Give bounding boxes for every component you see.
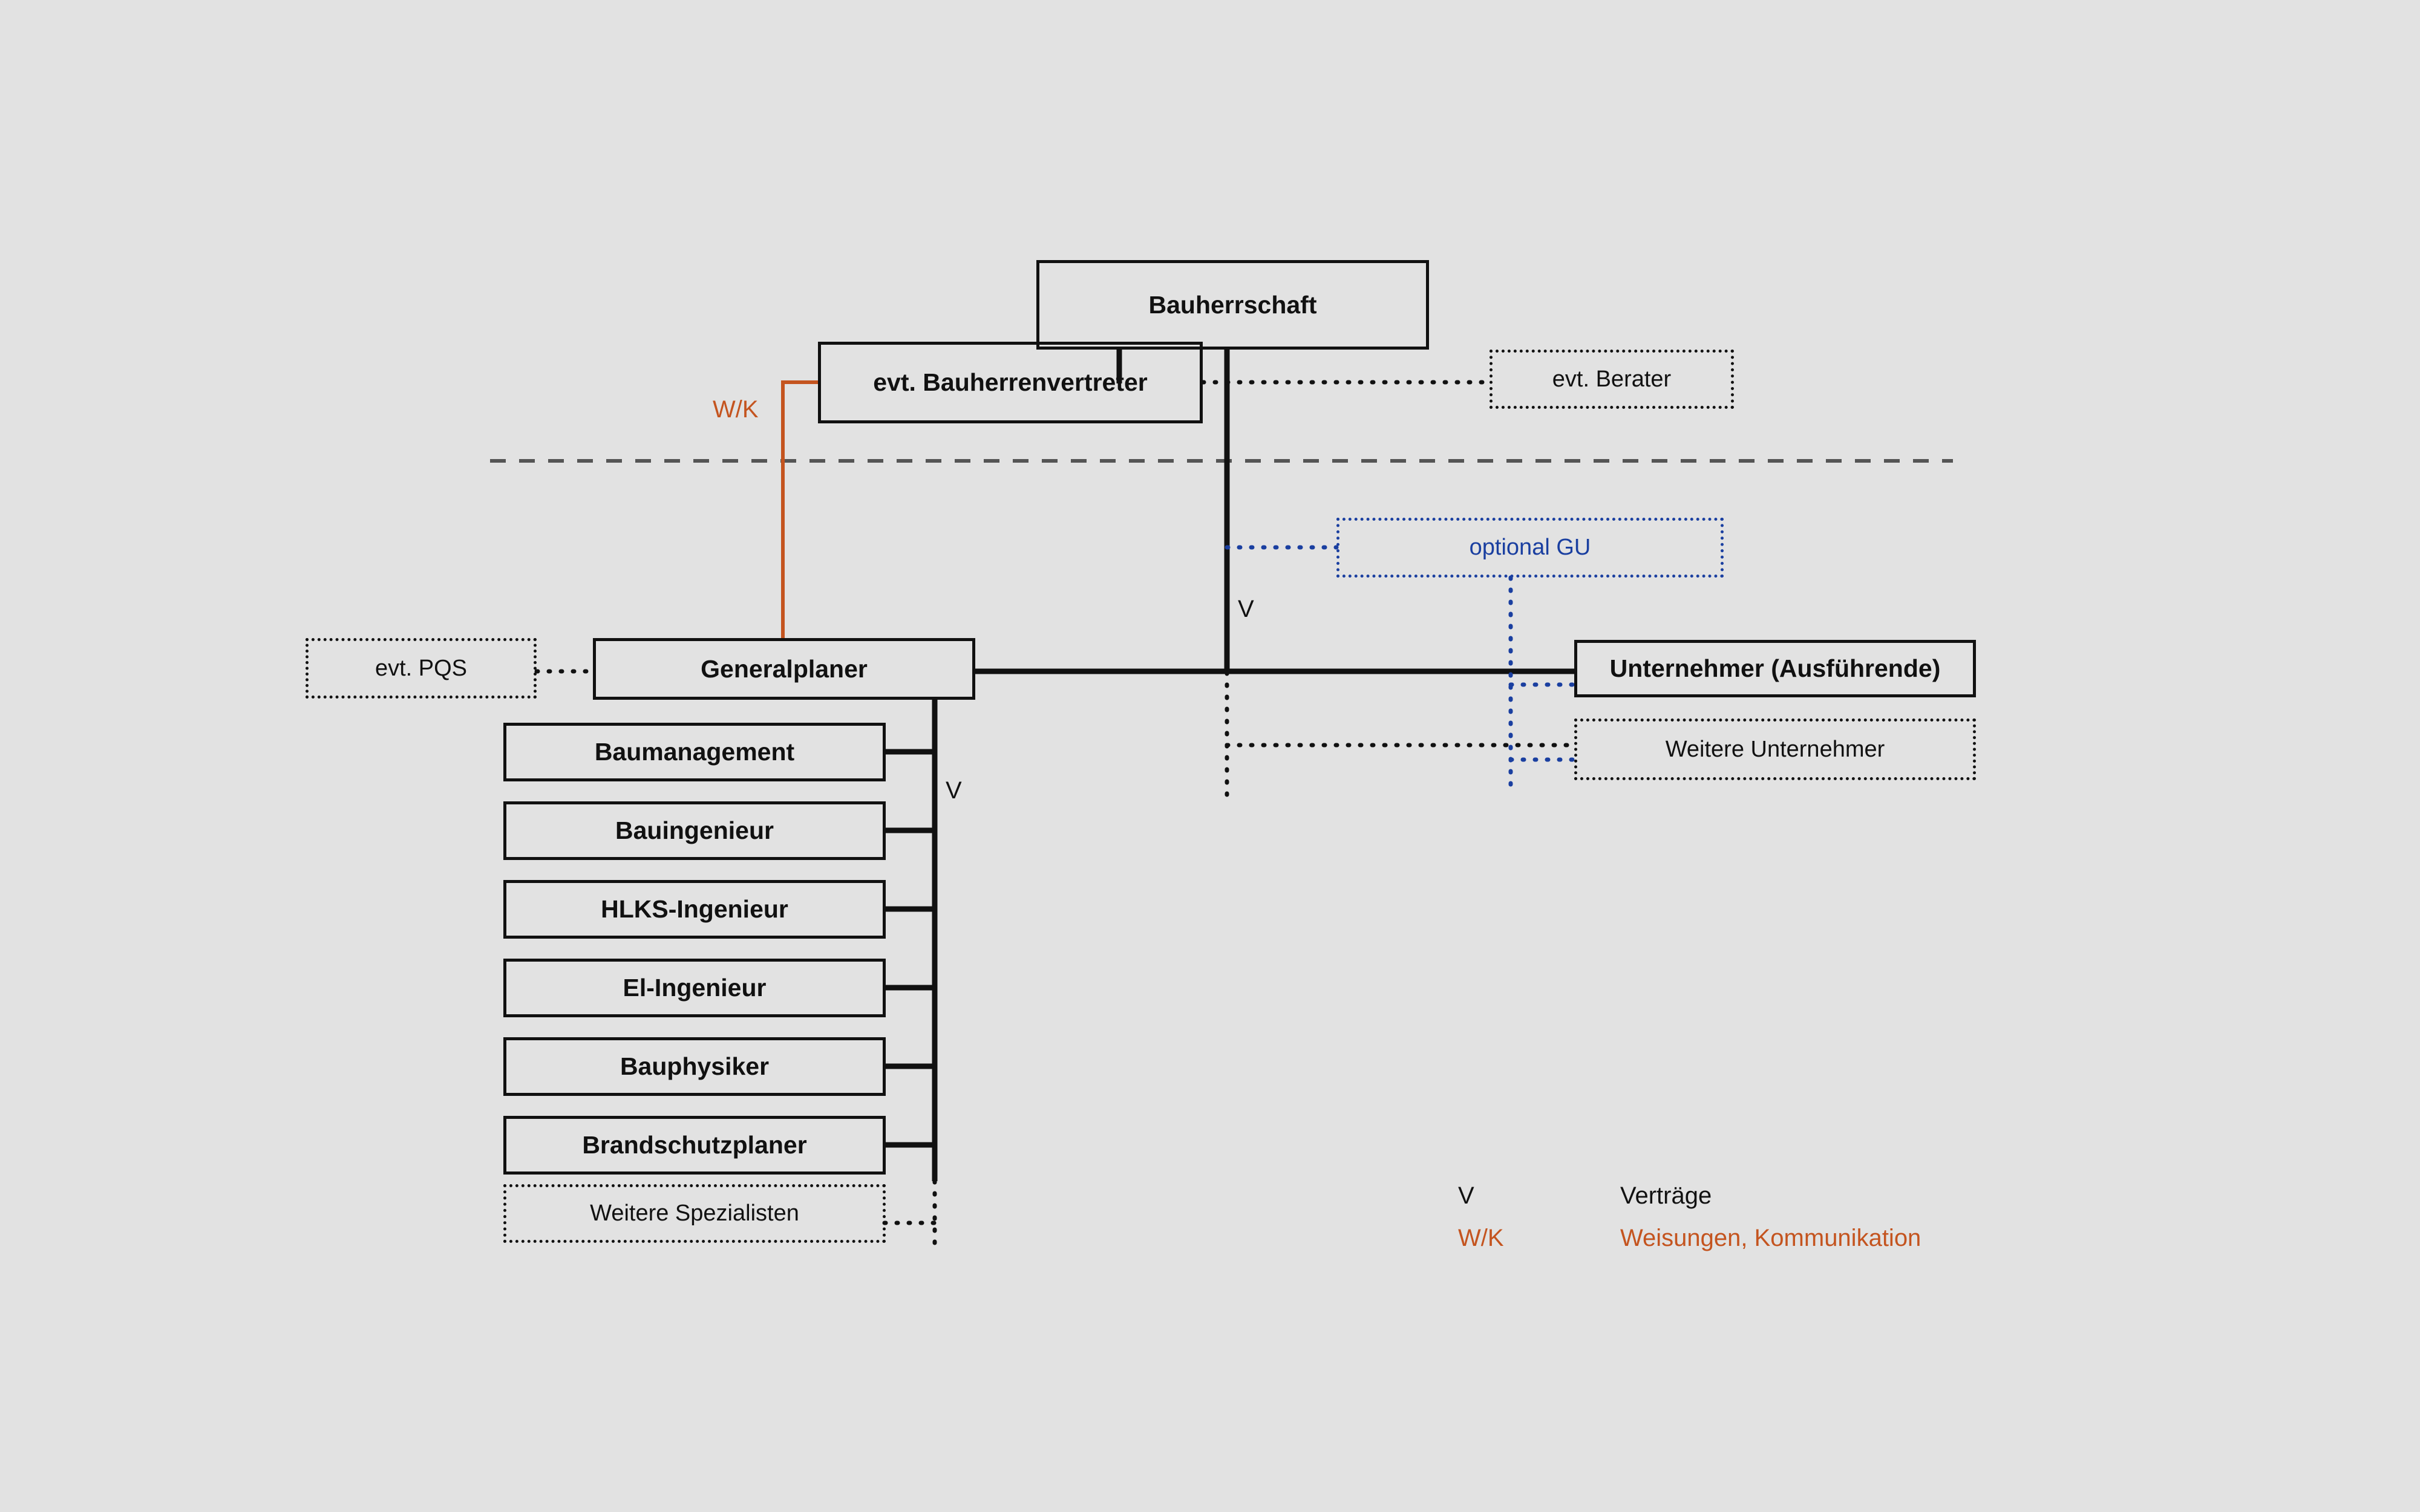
node-optional-gu-label: optional GU [1469, 535, 1591, 560]
edge-label-wk: W/K [713, 396, 759, 423]
node-specialist-bauingenieur[interactable]: Bauingenieur [503, 801, 886, 860]
node-bauherrenvertreter[interactable]: evt. Bauherrenvertreter [818, 342, 1203, 423]
node-specialist-brandschutzplaner[interactable]: Brandschutzplaner [503, 1116, 886, 1175]
node-unternehmer-label: Unternehmer (Ausführende) [1609, 654, 1941, 682]
node-weitere-unternehmer-label: Weitere Unternehmer [1665, 736, 1885, 762]
edge-label-v-trunk-text: V [1238, 596, 1254, 622]
node-specialist-weitere-spezialisten[interactable]: Weitere Spezialisten [503, 1184, 886, 1243]
node-specialist-label: Brandschutzplaner [582, 1131, 807, 1159]
edge-label-v-trunk: V [1238, 596, 1254, 623]
edge-label-wk-text: W/K [713, 396, 759, 423]
node-specialist-baumanagement[interactable]: Baumanagement [503, 723, 886, 781]
legend-row-text: Weisungen, Kommunikation [1620, 1225, 1921, 1251]
node-specialist-el-ingenieur[interactable]: El-Ingenieur [503, 959, 886, 1017]
node-generalplaner[interactable]: Generalplaner [593, 638, 975, 700]
node-specialist-hlks-ingenieur[interactable]: HLKS-Ingenieur [503, 880, 886, 939]
node-evt-berater[interactable]: evt. Berater [1490, 350, 1734, 409]
node-specialist-label: Bauingenieur [615, 816, 774, 844]
node-weitere-unternehmer[interactable]: Weitere Unternehmer [1574, 719, 1976, 780]
node-specialist-label: HLKS-Ingenieur [601, 895, 788, 923]
node-evt-pqs[interactable]: evt. PQS [306, 638, 537, 699]
legend-symbol-weisungen-kommunikation: W/K [1458, 1225, 1504, 1252]
node-specialist-label: Weitere Spezialisten [590, 1201, 799, 1226]
node-evt-berater-label: evt. Berater [1552, 366, 1672, 392]
edge-label-v-specialists-text: V [946, 777, 962, 804]
node-optional-gu[interactable]: optional GU [1336, 518, 1724, 578]
node-generalplaner-label: Generalplaner [701, 654, 868, 683]
edge-label-v-specialists: V [946, 777, 962, 804]
node-unternehmer[interactable]: Unternehmer (Ausführende) [1574, 640, 1976, 697]
legend-symbol-vertraege: V [1458, 1182, 1474, 1210]
node-specialist-label: El-Ingenieur [623, 974, 767, 1002]
node-evt-pqs-label: evt. PQS [374, 655, 468, 681]
legend-text-vertraege: Verträge [1620, 1182, 1712, 1210]
node-specialist-bauphysiker[interactable]: Bauphysiker [503, 1037, 886, 1096]
node-bauherrenvertreter-label: evt. Bauherrenvertreter [873, 368, 1148, 396]
legend-text-weisungen-kommunikation: Weisungen, Kommunikation [1620, 1225, 1921, 1252]
edge-wk-orange [781, 380, 818, 638]
node-specialist-label: Baumanagement [594, 738, 795, 766]
node-bauherrschaft-label: Bauherrschaft [1148, 290, 1317, 319]
legend-row-text: Verträge [1620, 1182, 1712, 1209]
node-bauherrschaft[interactable]: Bauherrschaft [1036, 260, 1429, 350]
legend-symbol-text: V [1458, 1182, 1474, 1209]
node-specialist-label: Bauphysiker [620, 1052, 770, 1080]
legend-symbol-text: W/K [1458, 1225, 1504, 1251]
